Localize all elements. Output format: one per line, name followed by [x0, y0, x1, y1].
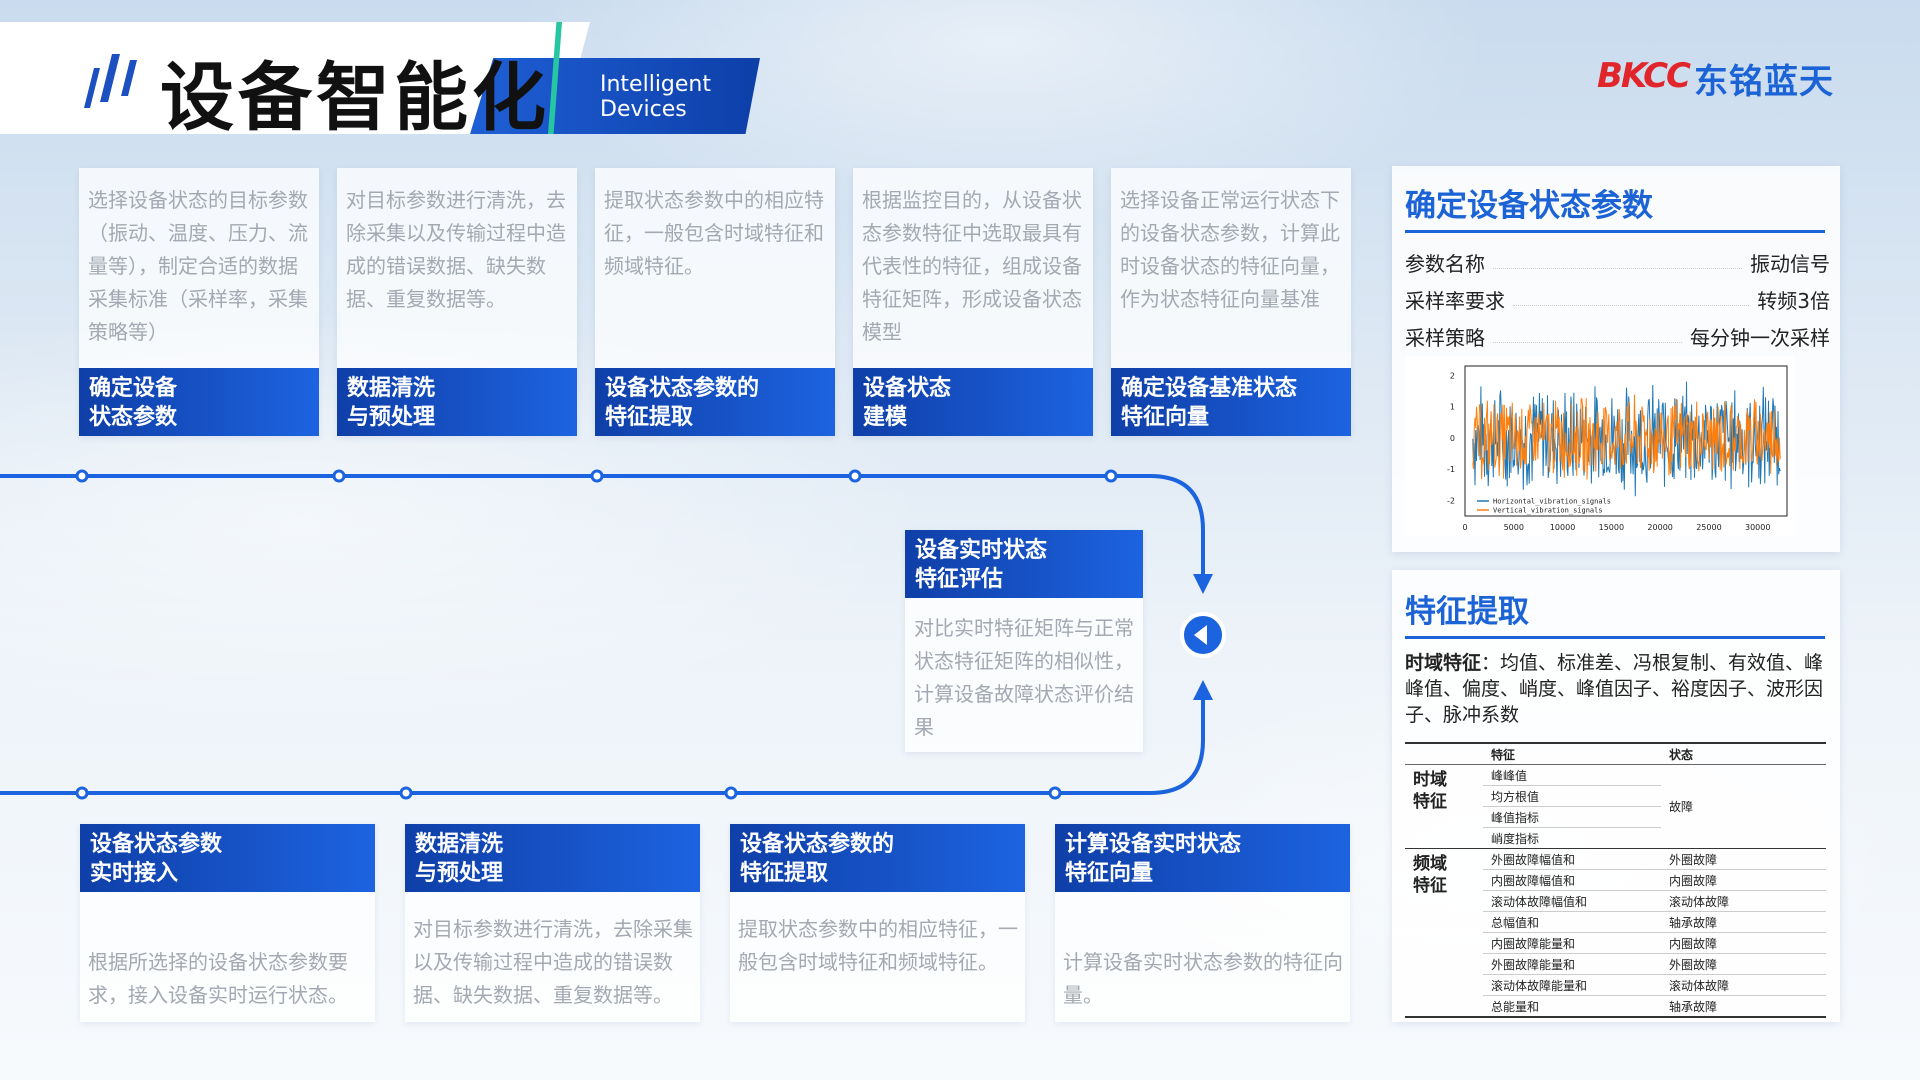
x-tick-label: 15000 — [1599, 523, 1624, 532]
table-cell: 峰峰值 — [1483, 764, 1661, 786]
params-panel-title: 确定设备状态参数 — [1405, 188, 1653, 224]
table-cell: 均方根值 — [1483, 785, 1661, 807]
page-title: 设备智能化 — [160, 55, 550, 141]
x-tick-label: 30000 — [1745, 523, 1770, 532]
features-table: 特征 状态 时域 特征 峰峰值 故障 均方根值 峰值指标 峭度指标 频域 特征 … — [1405, 742, 1826, 1018]
params-panel-rule — [1405, 230, 1825, 233]
legend-label: Horizontal_vibration_signals — [1493, 498, 1611, 506]
x-tick-label: 5000 — [1504, 523, 1524, 532]
table-cell: 滚动体故障能量和 — [1483, 974, 1661, 996]
step-label: 确定设备基准状态 特征向量 — [1111, 368, 1351, 436]
param-row: 采样率要求转频3倍 — [1405, 285, 1830, 314]
chevron-left-icon — [1180, 612, 1226, 658]
table-cell: 总幅值和 — [1483, 911, 1661, 933]
legend-label: Vertical_vibration_signals — [1493, 507, 1603, 515]
table-cell: 轴承故障 — [1669, 999, 1718, 1014]
param-row: 参数名称振动信号 — [1405, 248, 1830, 277]
y-tick-label: 0 — [1450, 434, 1455, 443]
table-cell: 内圈故障幅值和 — [1483, 869, 1661, 891]
param-row: 采样策略每分钟一次采样 — [1405, 322, 1830, 351]
brand-logo-mark: BKCC — [1597, 56, 1691, 96]
vibration-chart: 0 5000 10000 15000 20000 25000 30000 2 1 0 -1 -2 Ho… — [1405, 356, 1795, 536]
y-tick-label: -2 — [1447, 496, 1455, 505]
table-cell: 外圈故障幅值和 — [1483, 848, 1661, 870]
group-freq: 频域 特征 — [1413, 854, 1447, 896]
step-label: 设备状态参数 实时接入 — [80, 824, 375, 892]
step-label: 设备状态参数的 特征提取 — [595, 368, 835, 436]
col-header-state: 状态 — [1669, 747, 1694, 762]
step-description: 选择设备状态的目标参数（振动、温度、压力、流量等），制定合适的数据采集标准（采样… — [88, 188, 308, 344]
features-panel-rule — [1405, 636, 1825, 639]
table-cell: 内圈故障能量和 — [1483, 932, 1661, 954]
table-cell: 故障 — [1669, 800, 1694, 814]
x-tick-label: 20000 — [1647, 523, 1672, 532]
x-tick-label: 25000 — [1696, 523, 1721, 532]
series-line-1 — [1472, 381, 1781, 497]
step-label: 设备实时状态 特征评估 — [905, 530, 1143, 598]
step-label: 数据清洗 与预处理 — [337, 368, 577, 436]
step-description: 选择设备正常运行状态下的设备状态参数，计算此时设备状态的特征向量，作为状态特征向… — [1120, 188, 1340, 311]
table-cell: 滚动体故障幅值和 — [1483, 890, 1661, 912]
table-cell: 内圈故障 — [1661, 869, 1826, 891]
y-tick-label: -1 — [1447, 465, 1455, 474]
table-cell: 峰值指标 — [1483, 806, 1661, 828]
step-description: 对目标参数进行清洗，去除采集以及传输过程中造成的错误数据、缺失数据、重复数据等。 — [346, 188, 566, 311]
step-description: 根据所选择的设备状态参数要求，接入设备实时运行状态。 — [88, 950, 348, 1007]
slash-marks-icon — [84, 54, 137, 108]
col-header-feature: 特征 — [1491, 747, 1516, 762]
step-label: 计算设备实时状态 特征向量 — [1055, 824, 1350, 892]
step-label: 数据清洗 与预处理 — [405, 824, 700, 892]
table-cell: 外圈故障能量和 — [1483, 953, 1661, 975]
step-label: 设备状态参数的 特征提取 — [730, 824, 1025, 892]
step-description: 提取状态参数中的相应特征，一般包含时域特征和频域特征。 — [738, 917, 1018, 974]
page-subtitle: Intelligent Devices — [600, 72, 711, 122]
brand-logo-name: 东铭蓝天 — [1694, 62, 1834, 102]
step-description: 提取状态参数中的相应特征，一般包含时域特征和频域特征。 — [604, 188, 824, 278]
step-description: 根据监控目的，从设备状态参数特征中选取最具有代表性的特征，组成设备特征矩阵，形成… — [862, 188, 1082, 344]
y-tick-label: 1 — [1450, 403, 1455, 412]
step-description: 对目标参数进行清洗，去除采集以及传输过程中造成的错误数据、缺失数据、重复数据等。 — [413, 917, 693, 1007]
x-tick-label: 10000 — [1550, 523, 1575, 532]
table-cell: 峭度指标 — [1491, 831, 1540, 846]
table-cell: 滚动体故障 — [1661, 974, 1826, 996]
step-label: 设备状态 建模 — [853, 368, 1093, 436]
y-tick-label: 2 — [1450, 371, 1455, 380]
step-label: 确定设备 状态参数 — [79, 368, 319, 436]
step-description: 计算设备实时状态参数的特征向量。 — [1063, 950, 1343, 1007]
table-cell: 总能量和 — [1491, 999, 1540, 1014]
table-cell: 外圈故障 — [1661, 953, 1826, 975]
features-panel-title: 特征提取 — [1405, 594, 1529, 630]
table-cell: 内圈故障 — [1661, 932, 1826, 954]
group-time: 时域 特征 — [1413, 770, 1447, 812]
step-description: 对比实时特征矩阵与正常状态特征矩阵的相似性，计算设备故障状态评价结果 — [914, 616, 1134, 739]
table-cell: 外圈故障 — [1661, 848, 1826, 870]
table-cell: 滚动体故障 — [1661, 890, 1826, 912]
series-line-2 — [1472, 394, 1781, 480]
table-cell: 轴承故障 — [1661, 911, 1826, 933]
time-features-text: 时域特征：均值、标准差、冯根复制、有效值、峰峰值、偏度、峭度、峰值因子、裕度因子… — [1405, 652, 1824, 726]
header-subtitle-bar — [470, 58, 760, 134]
x-tick-label: 0 — [1462, 523, 1467, 532]
